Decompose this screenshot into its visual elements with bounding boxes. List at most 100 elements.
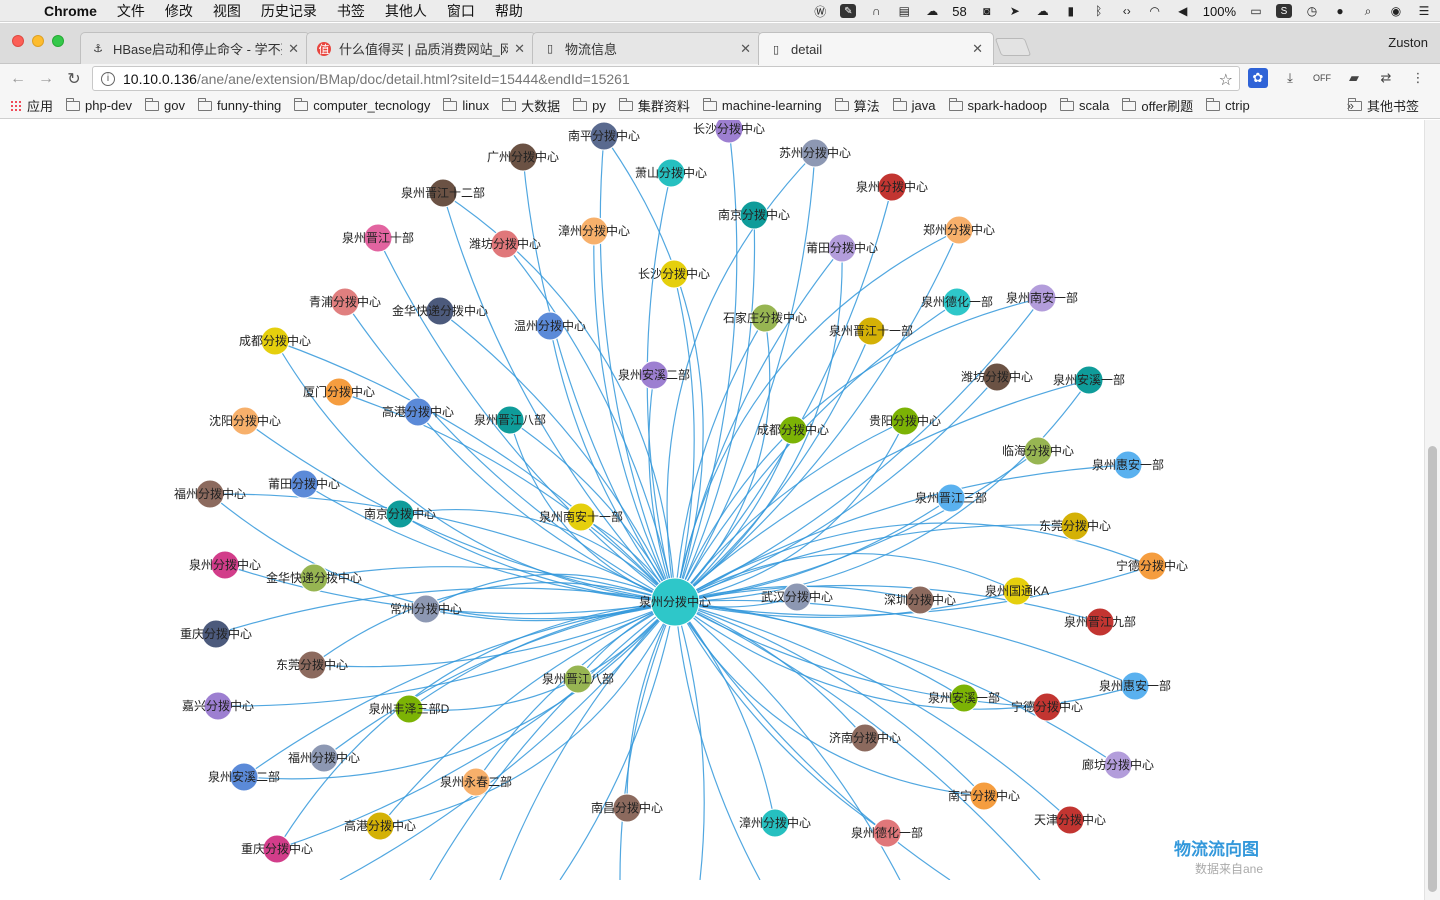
tab-hbase[interactable]: ⚓ HBase启动和停止命令 - 学不死 ✕ (80, 32, 310, 64)
tab-wuliu[interactable]: ▯ 物流信息 ✕ (532, 32, 762, 64)
bookmark-folder[interactable]: 算法 (834, 96, 880, 115)
node-circle[interactable] (659, 259, 689, 289)
close-tab-icon[interactable]: ✕ (740, 40, 751, 56)
notes-icon[interactable]: ✎ (840, 4, 857, 18)
cloud-icon[interactable]: ☁ (1036, 4, 1049, 18)
node-circle[interactable] (1060, 511, 1090, 541)
bookmark-folder[interactable]: gov (145, 97, 185, 113)
node-circle[interactable] (1113, 450, 1143, 480)
graph-node[interactable]: 高港分拨中心 (344, 811, 416, 841)
graph-node[interactable]: 泉州安溪二部 (208, 762, 280, 792)
node-circle[interactable] (1032, 692, 1062, 722)
menu-window[interactable]: 窗口 (446, 2, 475, 19)
node-circle[interactable] (330, 287, 360, 317)
graph-node[interactable]: 南平分拨中心 (568, 121, 640, 151)
forward-arrow-icon[interactable]: → (38, 69, 54, 87)
node-circle[interactable] (1023, 436, 1053, 466)
bookmark-folder[interactable]: ctrip (1206, 97, 1250, 113)
graph-node[interactable]: 泉州晋江三部 (915, 483, 987, 513)
node-circle[interactable] (195, 479, 225, 509)
graph-node[interactable]: 宁德分拨中心 (1011, 692, 1083, 722)
node-circle[interactable] (563, 664, 593, 694)
node-circle[interactable] (289, 469, 319, 499)
node-circle[interactable] (363, 223, 393, 253)
graph-node[interactable]: 东莞分拨中心 (1039, 511, 1111, 541)
bookmark-folder[interactable]: offer刷题 (1122, 96, 1193, 115)
node-circle[interactable] (750, 303, 780, 333)
pen-extension-icon[interactable]: ▰ (1349, 70, 1359, 85)
graph-node[interactable]: 泉州晋江九部 (1064, 607, 1136, 637)
graph-node[interactable]: 贵阳分拨中心 (869, 406, 941, 436)
minimize-window-button[interactable] (32, 35, 44, 47)
docker-icon[interactable]: ▤ (898, 4, 910, 18)
graph-node[interactable]: 长沙分拨中心 (638, 259, 710, 289)
graph-node[interactable]: 金华快递分拨中心 (392, 296, 488, 326)
graph-node[interactable]: 福州分拨中心 (174, 479, 246, 509)
profile-name[interactable]: Zuston (1388, 35, 1428, 50)
bookmark-other[interactable]: 其他书签 (1347, 96, 1419, 115)
proxy-off-icon[interactable]: OFF (1313, 73, 1331, 83)
baidu-paw-icon[interactable]: ✿ (1248, 68, 1268, 88)
menu-file[interactable]: 文件 (116, 2, 145, 19)
graph-node[interactable]: 潍坊分拨中心 (469, 229, 541, 259)
node-circle[interactable] (229, 762, 259, 792)
graph-node[interactable]: 泉州晋江十部 (342, 223, 414, 253)
user-icon[interactable]: ● (1336, 4, 1344, 18)
node-circle[interactable] (656, 158, 686, 188)
graph-node[interactable]: 泉州安溪一部 (1053, 365, 1125, 395)
graph-node[interactable]: 温州分拨中心 (514, 311, 586, 341)
node-circle[interactable] (942, 287, 972, 317)
menu-history[interactable]: 历史记录 (260, 2, 317, 19)
node-circle[interactable] (782, 582, 812, 612)
address-bar[interactable]: i 10.10.0.136 /ane/ane/extension/BMap/do… (92, 66, 1240, 91)
graph-node[interactable]: 泉州南安一部 (1006, 283, 1078, 313)
translate-extension-icon[interactable]: ⇄ (1380, 70, 1392, 85)
node-circle[interactable] (877, 172, 907, 202)
graph-node[interactable]: 泉州晋江十一部 (829, 316, 913, 346)
menu-view[interactable]: 视图 (212, 2, 241, 19)
bookmark-folder[interactable]: funny-thing (197, 97, 281, 113)
bookmark-folder[interactable]: linux (443, 97, 489, 113)
graph-node[interactable]: 济南分拨中心 (829, 723, 901, 753)
node-circle[interactable] (1103, 750, 1133, 780)
wifi-icon[interactable]: ◠ (1149, 4, 1160, 18)
graph-node[interactable]: 临海分拨中心 (1002, 436, 1074, 466)
graph-node[interactable]: 石家庄分拨中心 (723, 303, 807, 333)
node-circle[interactable] (949, 683, 979, 713)
node-circle[interactable] (800, 138, 830, 168)
tab-smzdm[interactable]: 值 什么值得买 | 品质消费网站_网购 ✕ (306, 32, 536, 64)
close-window-button[interactable] (12, 35, 24, 47)
search-icon[interactable]: ⌕ (1364, 3, 1372, 18)
download-icon[interactable]: ⤓ (1287, 70, 1293, 85)
graph-node[interactable]: 广州分拨中心 (487, 142, 559, 172)
graph-node[interactable]: 潍坊分拨中心 (961, 362, 1033, 392)
node-circle[interactable] (403, 397, 433, 427)
node-circle[interactable] (365, 811, 395, 841)
node-circle[interactable] (324, 377, 354, 407)
graph-node[interactable]: 南昌分拨中心 (591, 793, 663, 823)
bookmark-star-icon[interactable]: ☆ (1218, 72, 1233, 89)
menu-list-icon[interactable]: ☰ (1418, 4, 1430, 18)
reload-icon[interactable]: ↻ (67, 70, 81, 88)
headphones-icon[interactable]: ∩ (871, 4, 881, 18)
node-circle[interactable] (394, 694, 424, 724)
node-circle[interactable] (230, 406, 260, 436)
node-circle[interactable] (856, 316, 886, 346)
menu-people[interactable]: 其他人 (384, 2, 427, 19)
graph-node[interactable]: 福州分拨中心 (288, 743, 360, 773)
node-circle[interactable] (535, 311, 565, 341)
graph-node[interactable]: 泉州分拨中心 (856, 172, 928, 202)
node-circle[interactable] (905, 585, 935, 615)
graph-node[interactable]: 东莞分拨中心 (276, 650, 348, 680)
graph-node[interactable]: 青浦分拨中心 (309, 287, 381, 317)
node-circle[interactable] (566, 502, 596, 532)
graph-node[interactable]: 深圳分拨中心 (884, 585, 956, 615)
node-circle[interactable] (1137, 551, 1167, 581)
bookmark-folder[interactable]: spark-hadoop (948, 97, 1047, 113)
graph-node[interactable]: 廊坊分拨中心 (1082, 750, 1154, 780)
node-circle[interactable] (890, 406, 920, 436)
graph-node[interactable]: 重庆分拨中心 (180, 619, 252, 649)
graph-node[interactable]: 南京分拨中心 (364, 499, 436, 529)
node-circle[interactable] (579, 216, 609, 246)
zoom-window-button[interactable] (52, 35, 64, 47)
